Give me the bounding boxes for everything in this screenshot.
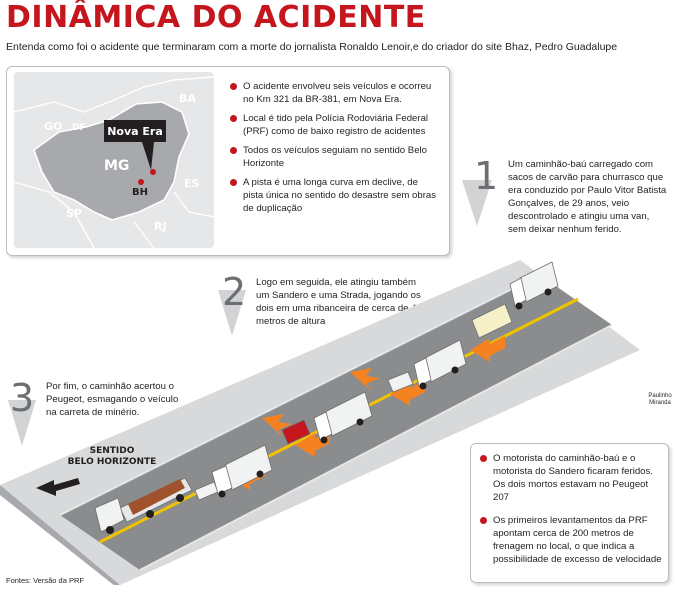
details-bullet-list: O motorista do caminhão-baú e o motorist…: [480, 452, 662, 572]
sandero-car: [387, 371, 414, 393]
box-truck-back: [211, 444, 273, 498]
info-bullet: Local é tido pela Polícia Rodoviária Fed…: [230, 112, 440, 138]
bh-marker: [138, 179, 144, 185]
direction-label: SENTIDO BELO HORIZONTE: [67, 446, 157, 467]
van: [471, 303, 513, 339]
details-bullet: Os primeiros levantamentos da PRF aponta…: [480, 514, 662, 566]
step-3-number: 3: [10, 376, 35, 420]
direction-arrow-icon: [36, 478, 80, 496]
page-title: DINÂMICA DO ACIDENTE: [6, 0, 426, 35]
box-truck-middle: [313, 391, 373, 444]
charcoal-box-truck: [509, 261, 559, 310]
info-bullet: A pista é uma longa curva em declive, de…: [230, 176, 440, 215]
step-1-pointer: [462, 180, 492, 226]
artist-signature: Paulinho Miranda: [648, 393, 672, 406]
road-illustration: [0, 260, 640, 585]
nova-era-marker: [150, 169, 156, 175]
details-bullet: O motorista do caminhão-baú e o motorist…: [480, 452, 662, 504]
location-map: BA GO DF ES SP RJ MG Nova Era BH: [14, 72, 214, 248]
strada-pickup: [281, 419, 311, 445]
page-subtitle: Entenda como foi o acidente que terminar…: [6, 41, 618, 53]
step-2-text: Logo em seguida, ele atingiu também um S…: [256, 277, 422, 327]
state-label-sp: SP: [66, 207, 82, 220]
state-label-ba: BA: [179, 92, 196, 105]
info-bullet-list: O acidente envolveu seis veículos e ocor…: [230, 80, 440, 221]
info-bullet: Todos os veículos seguiam no sentido Bel…: [230, 144, 440, 170]
state-label-rj: RJ: [154, 220, 167, 233]
map-callout-label: Nova Era: [107, 125, 163, 138]
state-label-df: DF: [72, 123, 86, 133]
step-2-pointer: [218, 290, 246, 336]
map-city-label: BH: [132, 187, 148, 198]
ore-truck: [94, 477, 193, 534]
source-note: Fontes: Versão da PRF: [6, 576, 84, 585]
step-2-number: 2: [222, 270, 247, 314]
step-3-pointer: [8, 400, 36, 446]
details-box: [470, 443, 669, 583]
state-label-mg: MG: [104, 158, 129, 174]
step-1-text: Um caminhão-baú carregado com sacos de c…: [508, 159, 667, 235]
info-bullet: O acidente envolveu seis veículos e ocor…: [230, 80, 440, 106]
state-label-go: GO: [44, 120, 62, 133]
state-label-es: ES: [184, 177, 200, 190]
step-1-number: 1: [474, 154, 499, 198]
step-3-text: Por fim, o caminhão acertou o Peugeot, e…: [46, 381, 179, 418]
box-truck-front-middle: [413, 339, 467, 390]
map-callout-box: [104, 120, 166, 142]
